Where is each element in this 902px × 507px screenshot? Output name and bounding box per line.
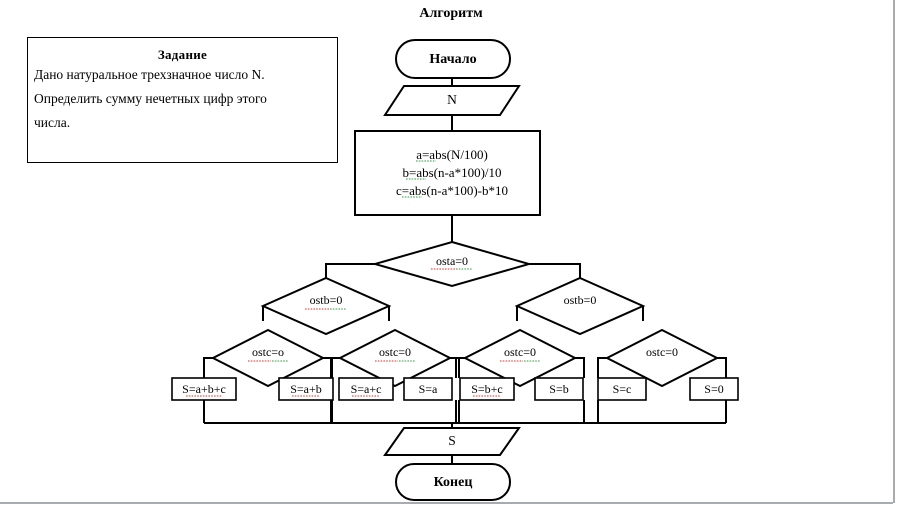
input-n-parallelogram: N xyxy=(383,85,521,116)
decision-ostc-3-label: ostc=0 xyxy=(504,345,536,359)
task-line-1: Дано натуральное трехзначное число N. xyxy=(34,67,265,82)
task-description-box: Задание Дано натуральное трехзначное чис… xyxy=(27,37,338,163)
result-label-7: S=c xyxy=(613,382,632,396)
result-box-6: S=b xyxy=(534,377,584,401)
decision-ostc-1-label: ostc=o xyxy=(252,345,284,359)
page-edge-right xyxy=(893,0,895,503)
decision-ostb-left: ostb=0 xyxy=(260,276,392,336)
result-label-8: S=0 xyxy=(704,382,723,396)
output-s-parallelogram: S xyxy=(383,427,521,456)
chart-title: Алгоритм xyxy=(419,6,483,21)
result-label-6: S=b xyxy=(549,382,568,396)
decision-ostc-2: ostc=0 xyxy=(337,328,453,388)
decision-ostc-2-label: ostc=0 xyxy=(379,345,411,359)
result-box-3: S=a+c xyxy=(338,377,394,401)
result-label-2: S=a+b xyxy=(290,382,322,396)
output-s-label: S xyxy=(448,433,456,448)
result-label-1: S=a+b+c xyxy=(182,382,226,396)
task-line-3: числа. xyxy=(34,115,71,130)
result-box-4: S=a xyxy=(403,377,453,401)
task-title: Задание xyxy=(157,47,208,62)
decision-ostc-4: ostc=0 xyxy=(604,328,720,388)
process-box: a=abs(N/100) b=abs(n-a*100)/10 c=abs(n-a… xyxy=(354,130,541,216)
decision-ostc-3: ostc=0 xyxy=(462,328,578,388)
end-terminator: Конец xyxy=(395,463,511,501)
end-label: Конец xyxy=(434,475,473,490)
decision-ostb-right: ostb=0 xyxy=(514,276,646,336)
result-box-5: S=b+c xyxy=(459,377,515,401)
result-label-5: S=b+c xyxy=(471,382,503,396)
result-box-2: S=a+b xyxy=(278,377,334,401)
decision-ostb-left-label: ostb=0 xyxy=(310,293,343,307)
page-edge-bottom xyxy=(0,502,893,504)
process-line-1: a=abs(N/100) xyxy=(416,147,488,162)
result-label-3: S=a+c xyxy=(351,382,382,396)
result-box-7: S=c xyxy=(597,377,647,401)
result-label-4: S=a xyxy=(419,382,438,396)
decision-ostb-right-label: ostb=0 xyxy=(564,293,597,307)
process-line-3: c=abs(n-a*100)-b*10 xyxy=(396,183,508,198)
start-terminator: Начало xyxy=(395,39,511,79)
input-n-label: N xyxy=(447,92,457,107)
result-box-1: S=a+b+c xyxy=(171,377,237,401)
task-line-2: Определить сумму нечетных цифр этого xyxy=(34,91,267,106)
result-box-8: S=0 xyxy=(689,377,739,401)
decision-ostc-4-label: ostc=0 xyxy=(646,345,678,359)
decision-osta: osta=0 xyxy=(371,240,533,288)
start-label: Начало xyxy=(429,52,476,67)
decision-ostc-1: ostc=o xyxy=(210,328,326,388)
decision-osta-label: osta=0 xyxy=(436,254,468,268)
process-line-2: b=abs(n-a*100)/10 xyxy=(402,165,501,180)
